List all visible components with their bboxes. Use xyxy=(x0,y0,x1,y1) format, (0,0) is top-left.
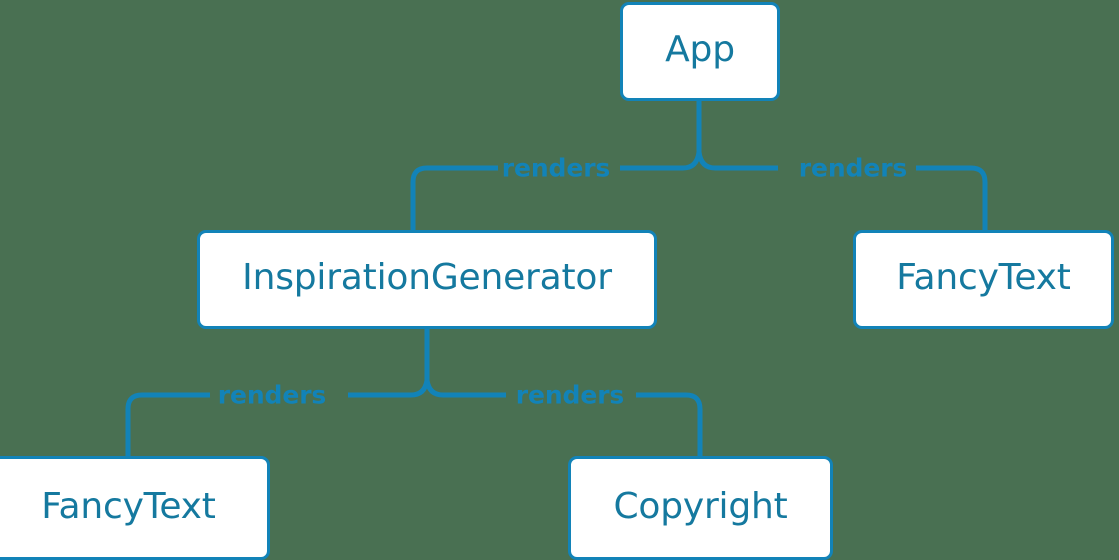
node-copyright-label: Copyright xyxy=(613,485,788,527)
node-copyright[interactable]: Copyright xyxy=(568,456,833,560)
node-fancytext-left-label: FancyText xyxy=(41,485,216,527)
edge-label-inspgen-fancytext-left: renders xyxy=(217,380,327,410)
edge-inspgen-to-copyright xyxy=(424,379,506,398)
node-inspirationgenerator[interactable]: InspirationGenerator xyxy=(197,230,657,329)
edge-label-inspgen-copyright: renders xyxy=(515,380,625,410)
node-fancytext-right-label: FancyText xyxy=(896,257,1071,298)
edge-label-app-inspgen: renders xyxy=(501,153,611,183)
node-inspirationgenerator-label: InspirationGenerator xyxy=(242,257,612,298)
edge-app-to-fancytext-right xyxy=(696,151,778,171)
edge-app-to-fancytext-right-2 xyxy=(916,165,988,230)
edge-app-to-inspgen xyxy=(620,151,702,171)
edge-inspgen-to-fancytext-left-2 xyxy=(125,392,210,456)
edge-label-app-fancytext-right: renders xyxy=(798,153,908,183)
node-fancytext-right[interactable]: FancyText xyxy=(853,230,1114,329)
edge-app-to-inspgen-2 xyxy=(410,165,498,230)
node-app[interactable]: App xyxy=(620,2,780,101)
edge-inspgen-to-fancytext-left xyxy=(348,379,430,398)
node-fancytext-left[interactable]: FancyText xyxy=(0,456,270,560)
node-app-label: App xyxy=(665,29,735,70)
edge-inspgen-to-copyright-2 xyxy=(636,392,703,456)
